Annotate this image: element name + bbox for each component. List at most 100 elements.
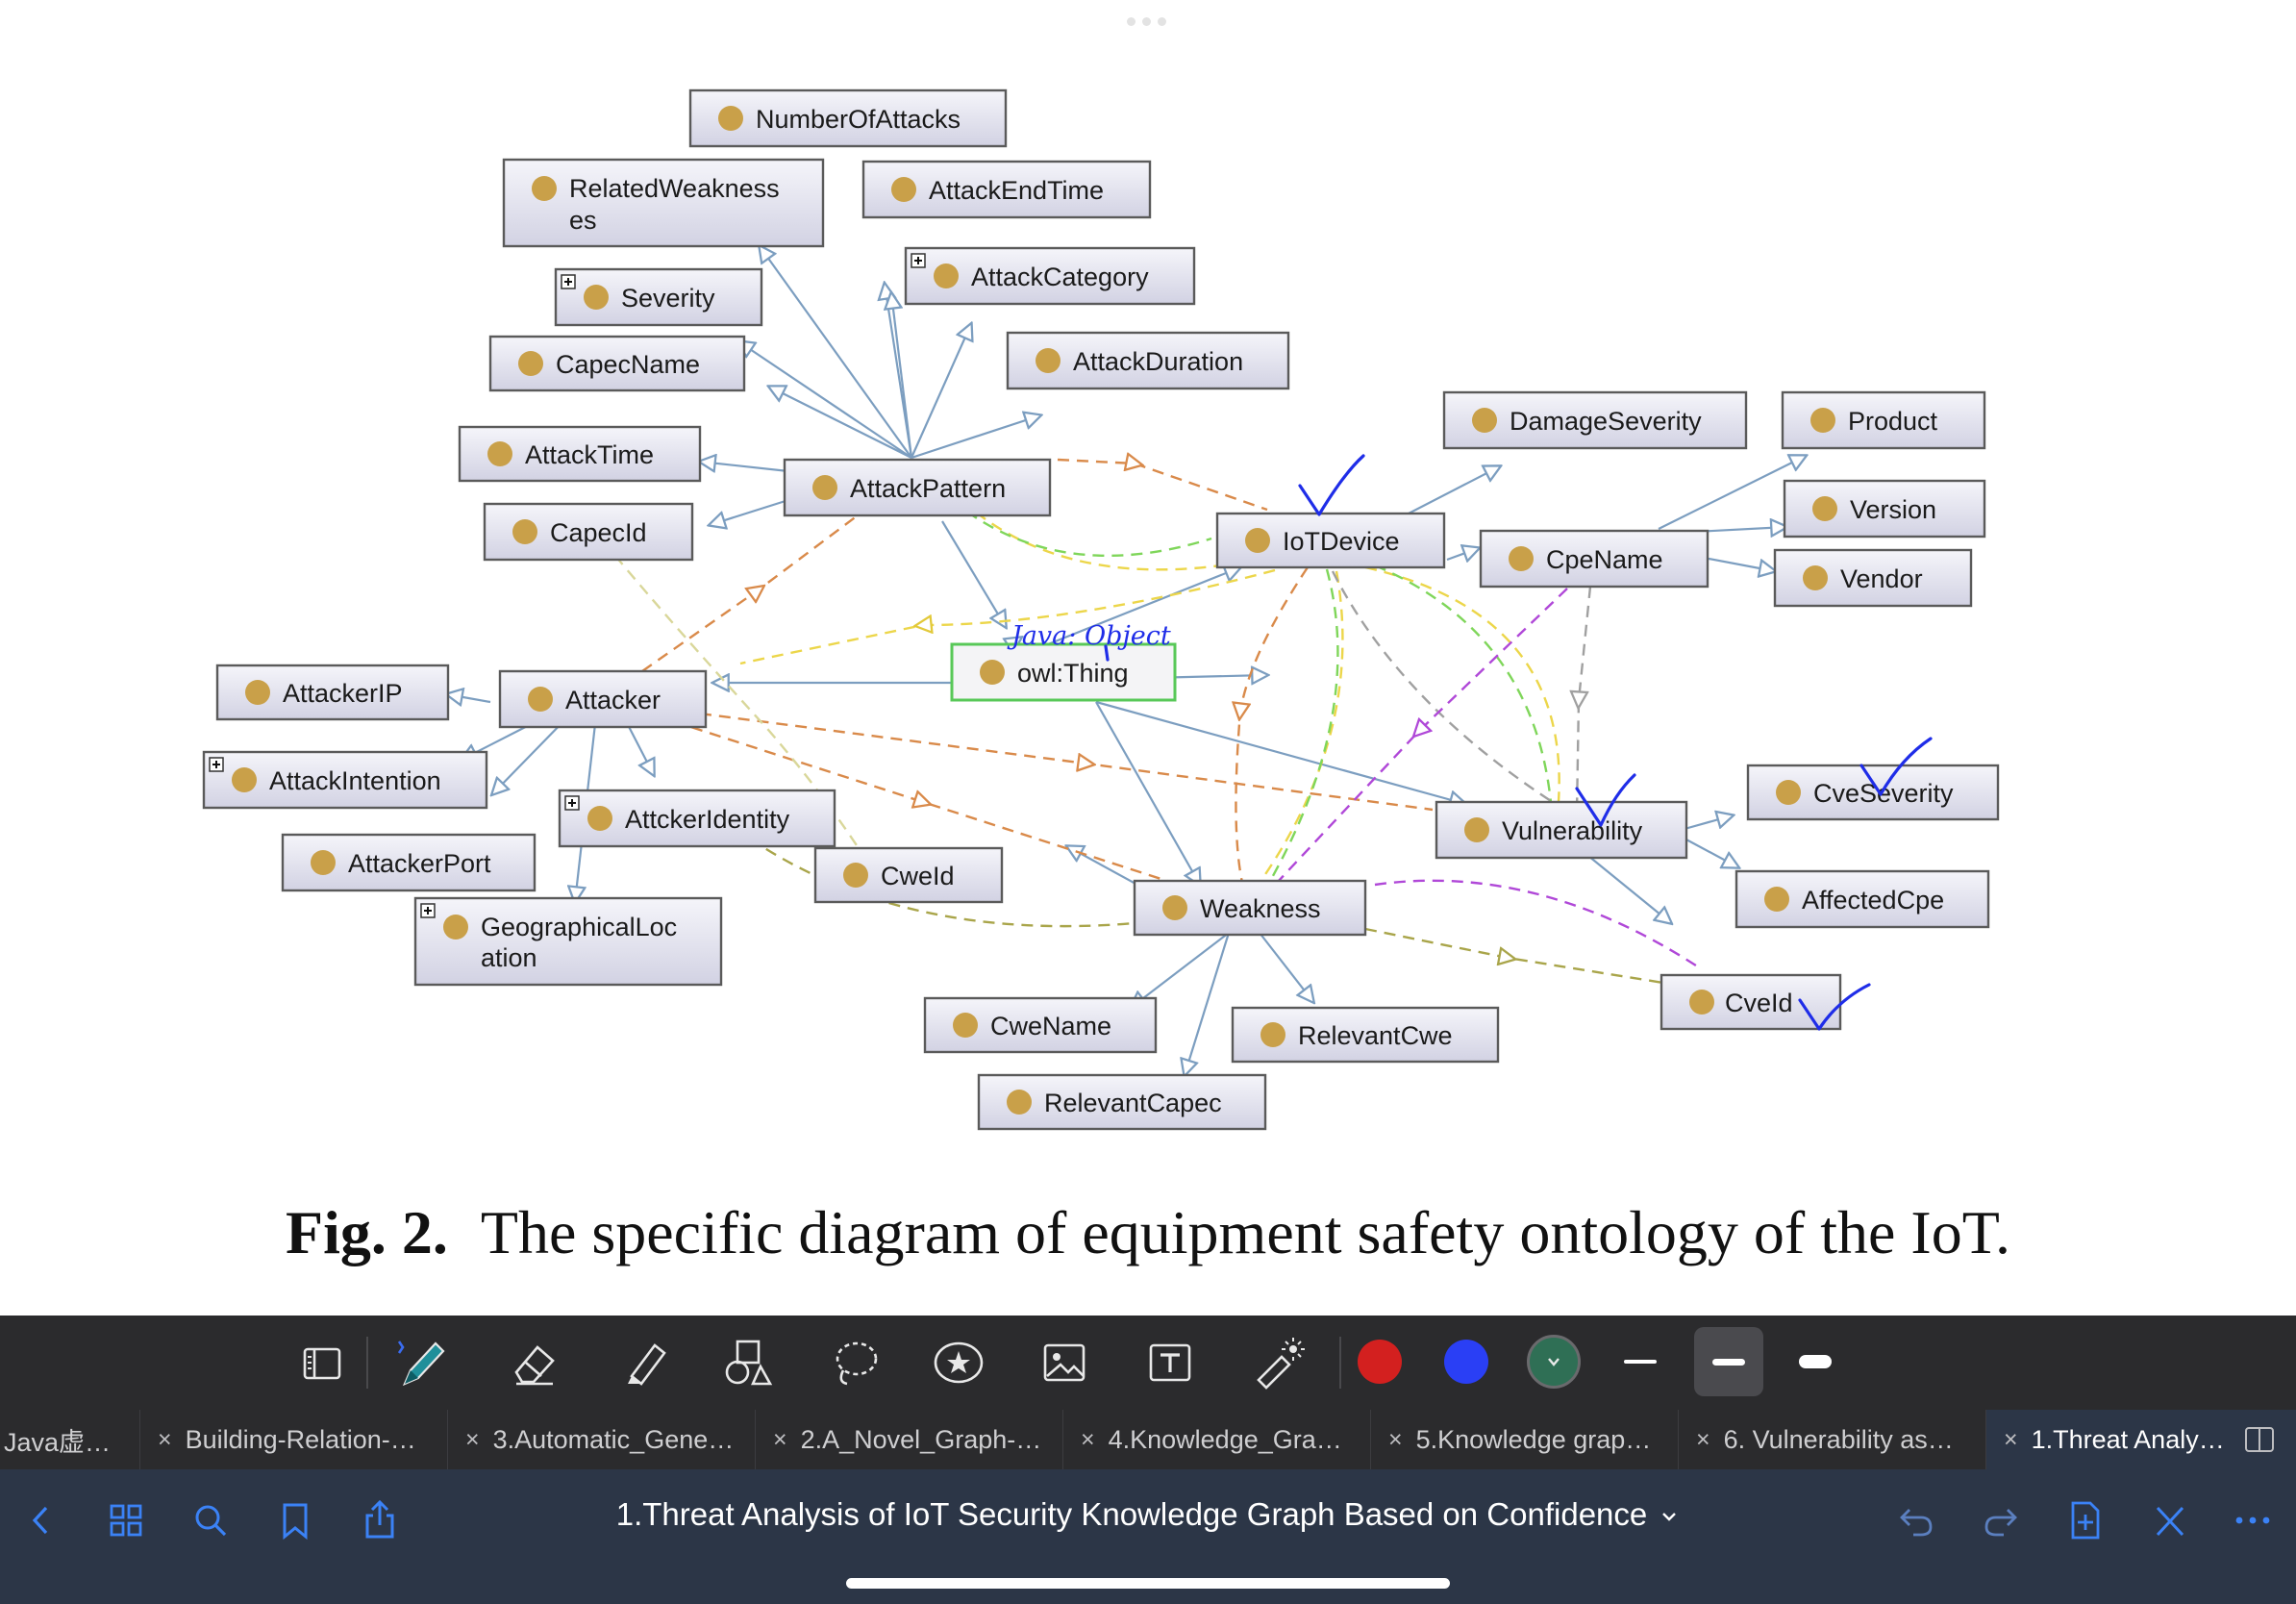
figure-caption-text: The specific diagram of equipment safety…	[480, 1198, 2011, 1266]
svg-text:RelatedWeakness: RelatedWeakness	[569, 174, 780, 203]
node-attack-pattern[interactable]: AttackPattern	[783, 458, 1052, 517]
tab-knowledge-gra[interactable]: ×4.Knowledge_Gra…	[1063, 1410, 1371, 1469]
reader-nav-bar: 1.Threat Analysis of IoT Security Knowle…	[0, 1469, 2296, 1604]
node-relevant-capec[interactable]: RelevantCapec	[977, 1073, 1267, 1131]
svg-text:CweId: CweId	[881, 862, 955, 890]
home-indicator[interactable]	[846, 1578, 1450, 1589]
tab-java[interactable]: Java虚…	[0, 1410, 140, 1469]
node-iot-device[interactable]: IoTDevice	[1215, 512, 1446, 569]
tab-label: Building-Relation-…	[185, 1424, 416, 1454]
document-tab-bar: Java虚… × Building-Relation-… × 3.Automatic…	[0, 1410, 2296, 1469]
node-number-of-attacks[interactable]: NumberOfAttacks	[688, 88, 1008, 148]
tab-automatic-gene[interactable]: × 3.Automatic_Gene…	[448, 1410, 756, 1469]
node-product[interactable]: Product	[1781, 390, 1986, 450]
shapes-icon[interactable]	[711, 1325, 786, 1400]
document-title-text: 1.Threat Analysis of IoT Security Knowle…	[615, 1496, 1648, 1532]
add-page-icon[interactable]	[2056, 1491, 2115, 1550]
node-attack-intention[interactable]: AttackIntention	[202, 750, 488, 810]
svg-text:Vendor: Vendor	[1840, 564, 1923, 593]
svg-text:IoTDevice: IoTDevice	[1283, 527, 1400, 556]
pen-icon[interactable]	[383, 1325, 458, 1400]
node-attacker-ip[interactable]: AttackerIP	[215, 664, 450, 721]
stroke-thin[interactable]	[1606, 1327, 1675, 1396]
svg-text:CpeName: CpeName	[1546, 545, 1663, 574]
close-icon[interactable]: ×	[1388, 1425, 1403, 1453]
tab-threat-analysis[interactable]: ×1.Threat Analy…	[1986, 1410, 2296, 1469]
more-options-icon[interactable]	[2223, 1491, 2283, 1550]
node-vulnerability[interactable]: Vulnerability	[1435, 800, 1688, 860]
node-cwe-id[interactable]: CweId	[813, 846, 1004, 904]
node-cpe-name[interactable]: CpeName	[1479, 529, 1710, 589]
node-severity[interactable]: Severity	[554, 267, 763, 327]
node-attack-end-time[interactable]: AttackEndTime	[861, 160, 1152, 219]
close-icon[interactable]: ×	[465, 1425, 480, 1453]
svg-text:GeographicalLoc: GeographicalLoc	[481, 913, 677, 941]
tab-label: 3.Automatic_Gene…	[492, 1424, 735, 1454]
node-cve-id[interactable]: CveId	[1660, 973, 1842, 1031]
node-attack-category[interactable]: AttackCategory	[904, 246, 1196, 306]
figure-label: Fig. 2.	[285, 1198, 448, 1266]
search-icon[interactable]	[181, 1491, 240, 1550]
node-capec-id[interactable]: CapecId	[483, 502, 694, 562]
node-attacker-identity[interactable]: AttckerIdentity	[558, 789, 836, 848]
chevron-down-icon	[1548, 1358, 1560, 1366]
close-icon[interactable]: ×	[158, 1425, 172, 1453]
back-icon[interactable]	[12, 1491, 71, 1550]
tab-building-relation[interactable]: × Building-Relation-…	[140, 1410, 448, 1469]
document-title[interactable]: 1.Threat Analysis of IoT Security Knowle…	[558, 1496, 1738, 1533]
close-icon[interactable]: ×	[1081, 1425, 1095, 1453]
image-icon[interactable]	[1027, 1325, 1102, 1400]
color-blue-swatch[interactable]	[1444, 1340, 1488, 1384]
stroke-thick[interactable]	[1781, 1327, 1850, 1396]
close-icon[interactable]: ×	[773, 1425, 787, 1453]
node-attacker[interactable]: Attacker	[498, 669, 708, 729]
tab-vulnerability[interactable]: ×6. Vulnerability as…	[1679, 1410, 1986, 1469]
lasso-icon[interactable]	[817, 1325, 892, 1400]
color-red-swatch[interactable]	[1358, 1340, 1402, 1384]
laser-pointer-icon[interactable]	[1240, 1325, 1315, 1400]
redo-icon[interactable]	[1971, 1491, 2031, 1550]
undo-icon[interactable]	[1886, 1491, 1946, 1550]
figure-caption: Fig. 2. The specific diagram of equipment…	[0, 1197, 2296, 1268]
svg-text:AttackPattern: AttackPattern	[850, 474, 1006, 503]
close-icon[interactable]: ×	[1696, 1425, 1710, 1453]
color-custom-picker[interactable]	[1527, 1335, 1581, 1389]
eraser-icon[interactable]	[496, 1325, 571, 1400]
node-cwe-name[interactable]: CweName	[923, 996, 1158, 1054]
close-annotation-icon[interactable]	[2140, 1491, 2200, 1550]
node-weakness[interactable]: Weakness	[1133, 879, 1367, 937]
node-version[interactable]: Version	[1783, 479, 1986, 539]
stroke-medium[interactable]	[1694, 1327, 1763, 1396]
handwritten-note: Java: Object	[1007, 621, 1171, 651]
share-icon[interactable]	[350, 1491, 410, 1550]
sidebar-toggle-icon[interactable]	[285, 1325, 360, 1400]
node-damage-severity[interactable]: DamageSeverity	[1442, 390, 1748, 450]
node-attack-duration[interactable]: AttackDuration	[1006, 331, 1290, 390]
text-box-icon[interactable]	[1133, 1325, 1208, 1400]
tab-knowledge-graph[interactable]: ×5.Knowledge grap…	[1371, 1410, 1679, 1469]
bookmark-icon[interactable]	[265, 1491, 325, 1550]
node-vendor[interactable]: Vendor	[1773, 548, 1973, 608]
node-cve-severity[interactable]: CveSeverity	[1746, 764, 2000, 821]
node-capec-name[interactable]: CapecName	[488, 335, 746, 392]
svg-text:Severity: Severity	[621, 284, 715, 313]
node-relevant-cwe[interactable]: RelevantCwe	[1231, 1006, 1500, 1064]
grid-view-icon[interactable]	[96, 1491, 156, 1550]
node-attack-time[interactable]: AttackTime	[458, 425, 702, 483]
node-owl-thing[interactable]: owl:Thing	[950, 642, 1177, 702]
multitasking-handle[interactable]	[1127, 17, 1169, 27]
node-attacker-port[interactable]: AttackerPort	[281, 833, 537, 892]
node-affected-cpe[interactable]: AffectedCpe	[1734, 869, 1990, 929]
highlighter-icon[interactable]	[606, 1325, 681, 1400]
checkmark-vulnerability	[1575, 773, 1636, 827]
svg-text:RelevantCwe: RelevantCwe	[1298, 1021, 1453, 1050]
sticker-icon[interactable]	[921, 1325, 996, 1400]
split-view-icon[interactable]	[2242, 1422, 2277, 1457]
checkmark-cve-severity	[1859, 737, 1933, 796]
close-icon[interactable]: ×	[2004, 1425, 2018, 1453]
svg-text:AttackIntention: AttackIntention	[269, 766, 441, 795]
tab-novel-graph[interactable]: ×2.A_Novel_Graph-…	[756, 1410, 1063, 1469]
